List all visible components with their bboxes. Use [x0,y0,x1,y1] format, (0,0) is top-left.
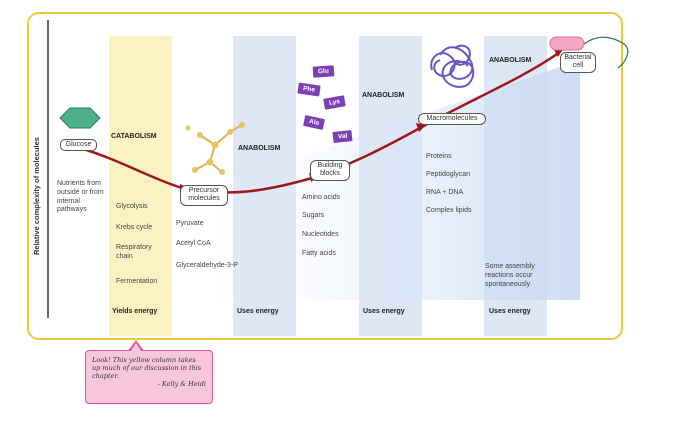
building-item: Amino acids [302,194,341,201]
complexity-wedge [205,60,580,300]
glucose-node: Glucose [60,139,97,151]
macro-item: RNA + DNA [426,189,464,196]
bacterial-cell-node: Bacterial cell [560,52,596,73]
flagellum-icon [583,36,629,69]
building-item: Nucleotides [302,231,339,238]
bacterial-cell-icon [549,36,585,51]
precursor-item: Pyruvate [176,220,204,227]
spontaneous-note: Some assembly reactions occur spontaneou… [485,263,535,288]
amino-tag-glu: Glu [312,65,335,78]
glucose-hexagon [59,107,101,129]
precursor-item: Acetyl CoA [176,240,211,247]
anabolism-header-2: ANABOLISM [362,92,405,99]
catabolism-item: Glycolysis [116,203,148,210]
precursor-node: Precursor molecules [180,185,228,206]
sticky-note-signature: - Kelly & Heidi [157,380,206,389]
macro-item: Proteins [426,153,452,160]
macro-item: Peptidoglycan [426,171,470,178]
building-item: Fatty acids [302,250,336,257]
sticky-note-text: Look! This yellow column takes up much o… [92,356,202,381]
uses-energy-label-2: Uses energy [363,308,405,315]
anabolism-header-3: ANABOLISM [489,57,532,64]
uses-energy-label-3: Uses energy [489,308,531,315]
macromolecule-icon [430,44,475,88]
note-pointer-inner [130,343,142,352]
precursor-item: Glyceraldehyde-3-P [176,262,238,269]
anabolism-header-1: ANABOLISM [238,145,281,152]
macromolecules-node: Macromolecules [418,113,486,125]
yields-energy-label: Yields energy [112,308,158,315]
macro-item: Complex lipids [426,207,472,214]
building-item: Sugars [302,212,325,219]
catabolism-item: Respiratory chain [116,244,152,260]
arrowhead-3 [416,123,426,132]
precursor-molecule-icon [194,124,243,173]
amino-tag-val: Val [332,130,353,143]
catabolism-header: CATABOLISM [111,133,157,140]
catabolism-column [109,36,172,336]
building-blocks-node: Building blocks [310,160,350,181]
nutrients-text: Nutrients from outside or from internal … [57,180,104,214]
sticky-note: Look! This yellow column takes up much o… [85,350,213,404]
precursor-atoms [185,122,245,175]
catabolism-item: Krebs cycle [116,224,153,231]
catabolism-item: Fermentation [116,278,158,285]
uses-energy-label-1: Uses energy [237,308,279,315]
